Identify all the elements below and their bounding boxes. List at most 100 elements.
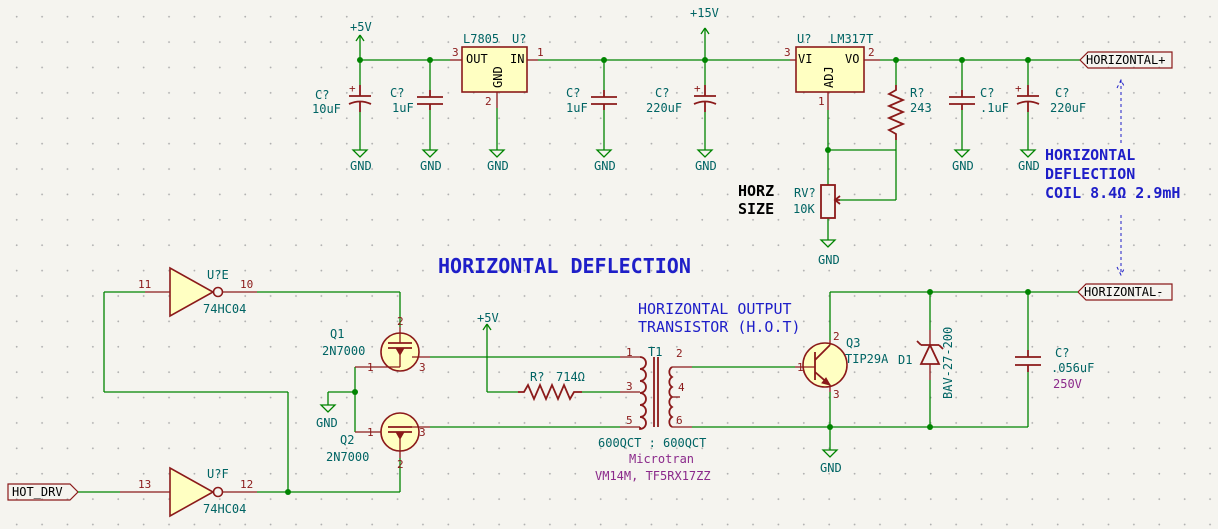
resistor-r243: R? 243 [886,85,932,140]
q3-pin1: 1 [797,361,804,374]
ue-pin-out: 10 [240,278,253,291]
gnd-symbol-hot: GND [820,449,842,475]
lm317-pin3: 3 [784,46,791,59]
capacitor-c7: C? .056uF 250V [1015,346,1094,391]
c2-ref: C? [390,86,404,100]
label-hot-drv: HOT_DRV [7,483,79,501]
l7805-pin3: 3 [452,46,459,59]
q1-ref: Q1 [330,327,344,341]
gnd-label: GND [594,159,616,173]
c4-value: 220uF [646,101,682,115]
q1-pin1: 1 [367,361,374,374]
r714-value: 714Ω [556,370,585,384]
coil-note-1: HORIZONTAL [1045,146,1135,164]
gnd-symbol-mosfet: GND [316,404,338,430]
potentiometer-rv: RV? 10K [793,184,841,219]
coil-dashed-arrows [1116,78,1126,277]
transistor-q3: 1 2 3 Q3 TIP29A [795,330,889,401]
c5-ref: C? [980,86,994,100]
capacitor-c2: C? 1uF [390,86,443,115]
gnd-label: GND [420,159,442,173]
power-flag-15v: +15V [690,6,719,35]
hot-drv-text: HOT_DRV [12,485,63,499]
c6-value: 220uF [1050,101,1086,115]
lm317-adj-label: ADJ [822,66,836,88]
horizontal-minus-text: HORIZONTAL- [1084,285,1163,299]
ue-value: 74HC04 [203,302,246,316]
drive-wires [78,291,1078,493]
transformer-t1: T1 1 3 5 2 4 6 600QCT : 600QCT Microtran… [595,345,711,483]
t1-pin5: 5 [626,414,633,427]
label-horizontal-minus: HORIZONTAL- [1077,283,1173,301]
c3-ref: C? [566,86,580,100]
lm317-pin1: 1 [818,95,825,108]
coil-note-3: COIL 8.4Ω 2.9mH [1045,184,1180,202]
d1-ref: D1 [898,353,912,367]
resistor-r714: R? 714Ω [518,370,585,402]
t1-ratio: 600QCT : 600QCT [598,436,706,450]
t1-pin3: 3 [626,380,633,393]
power-5v-label: +5V [350,20,372,34]
rv-ref: RV? [794,186,816,200]
c4-ref: C? [655,86,669,100]
l7805-ref: U? [512,32,526,46]
label-horizontal-plus: HORIZONTAL+ [1079,51,1173,69]
uf-pin-out: 12 [240,478,253,491]
mosfet-q1: 2 1 3 Q1 2N7000 [322,315,430,374]
q3-ref: Q3 [846,336,860,350]
c7-ref: C? [1055,346,1069,360]
regulator-lm317t: VI VO ADJ U? LM317T 3 2 1 [784,32,880,110]
l7805-out-label: OUT [466,52,488,66]
d1-value: BAV-27-200 [941,327,955,399]
uf-value: 74HC04 [203,502,246,516]
junction-dots-top [357,57,1031,153]
l7805-value: L7805 [463,32,499,46]
gnd-label: GND [820,461,842,475]
l7805-pin2: 2 [485,95,492,108]
horz-size-note-1: HORZ [738,182,774,200]
t1-pin6: 6 [676,414,683,427]
c2-value: 1uF [392,101,414,115]
page-title: HORIZONTAL DEFLECTION [438,254,691,278]
q3-value: TIP29A [845,352,889,366]
hot-note-2: TRANSISTOR (H.O.T) [638,318,801,336]
q1-pin3: 3 [419,361,426,374]
ue-ref: U?E [207,268,229,282]
l7805-pin1: 1 [537,46,544,59]
t1-pin1: 1 [626,346,633,359]
rv-value: 10K [793,202,815,216]
l7805-gnd-label: GND [491,66,505,88]
c1-ref: C? [315,88,329,102]
c7-rating: 250V [1053,377,1082,391]
r243-value: 243 [910,101,932,115]
c6-ref: C? [1055,86,1069,100]
q2-pin1: 1 [367,426,374,439]
coil-note-2: DEFLECTION [1045,165,1135,183]
q2-ref: Q2 [340,433,354,447]
t1-pin4: 4 [678,381,685,394]
svg-text:+: + [349,82,356,95]
gnd-label: GND [1018,159,1040,173]
regulator-l7805: OUT IN GND L7805 U? 3 1 2 [450,32,544,108]
power-5v-bottom-label: +5V [477,311,499,325]
c1-value: 10uF [312,102,341,116]
inverter-uf: 13 12 U?F 74HC04 [120,466,257,518]
svg-text:+: + [694,82,701,95]
q2-pin3: 3 [419,426,426,439]
inverter-ue: 11 10 U?E 74HC04 [138,266,257,318]
t1-maker: Microtran [629,452,694,466]
junction-dots-bottom [285,289,1031,495]
capacitor-c6: + C? 220uF [1015,82,1086,115]
lm317-vo-label: VO [845,52,859,66]
gnd-label: GND [350,159,372,173]
gnd-label: GND [695,159,717,173]
gnd-label: GND [316,416,338,430]
r714-ref: R? [530,370,544,384]
c5-value: .1uF [980,101,1009,115]
c7-value: .056uF [1051,361,1094,375]
horz-size-note-2: SIZE [738,200,774,218]
gnd-label: GND [818,253,840,267]
supply-wires [359,28,1080,240]
capacitor-c5: C? .1uF [949,86,1009,115]
